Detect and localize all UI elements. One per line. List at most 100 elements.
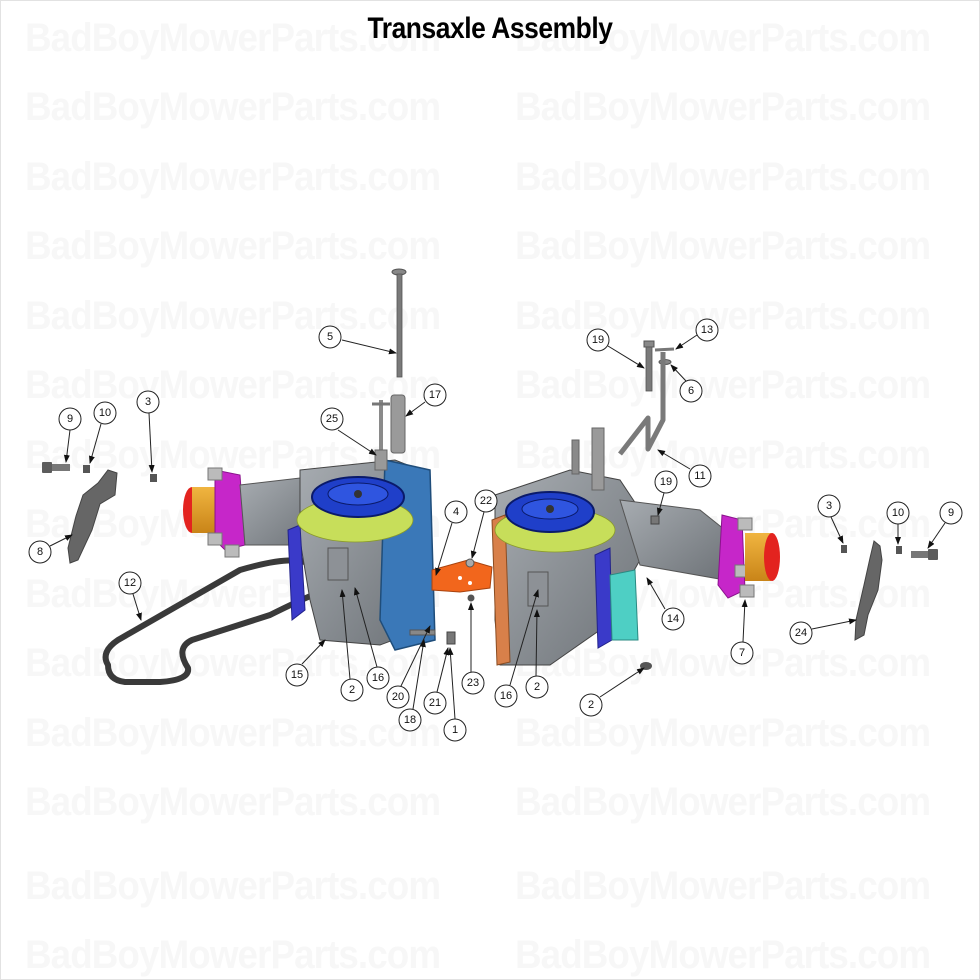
svg-text:2: 2 bbox=[534, 681, 540, 693]
watermark: BadBoyMowerParts.com bbox=[25, 933, 441, 977]
part-bolt-9-right bbox=[911, 549, 938, 560]
part-nut-1 bbox=[446, 631, 456, 645]
callout-6: 6 bbox=[679, 379, 703, 403]
part-bracket-8 bbox=[67, 469, 118, 564]
watermark: BadBoyMowerParts.com bbox=[515, 711, 931, 755]
watermark: BadBoyMowerParts.com bbox=[25, 224, 441, 268]
svg-text:9: 9 bbox=[67, 413, 73, 425]
callout-16-a: 16 bbox=[366, 666, 390, 690]
part-bolt-5 bbox=[391, 268, 407, 378]
watermark: BadBoyMowerParts.com bbox=[515, 224, 931, 268]
part-bolt-9-left bbox=[42, 462, 70, 473]
callout-23: 23 bbox=[461, 671, 485, 695]
callout-10-left: 10 bbox=[93, 401, 117, 425]
svg-text:3: 3 bbox=[826, 500, 832, 512]
callout-14: 14 bbox=[661, 607, 685, 631]
svg-text:15: 15 bbox=[291, 669, 303, 681]
part-spacer-17 bbox=[390, 394, 406, 454]
callout-7: 7 bbox=[730, 641, 754, 665]
svg-text:4: 4 bbox=[453, 506, 459, 518]
svg-text:6: 6 bbox=[688, 385, 694, 397]
watermark: BadBoyMowerParts.com bbox=[515, 780, 931, 824]
svg-text:16: 16 bbox=[372, 672, 384, 684]
svg-text:24: 24 bbox=[795, 627, 807, 639]
svg-text:10: 10 bbox=[99, 407, 111, 419]
svg-text:5: 5 bbox=[327, 331, 333, 343]
callout-1: 1 bbox=[443, 718, 467, 742]
svg-text:22: 22 bbox=[480, 495, 492, 507]
callout-4: 4 bbox=[444, 500, 468, 524]
callout-25: 25 bbox=[320, 407, 344, 431]
part-nut-10-right bbox=[896, 546, 902, 554]
callout-2-b: 2 bbox=[525, 675, 549, 699]
svg-text:21: 21 bbox=[429, 697, 441, 709]
svg-text:9: 9 bbox=[948, 507, 954, 519]
svg-text:10: 10 bbox=[892, 507, 904, 519]
svg-text:8: 8 bbox=[37, 546, 43, 558]
callout-5: 5 bbox=[318, 325, 342, 349]
callout-21: 21 bbox=[423, 691, 447, 715]
callout-10-right: 10 bbox=[886, 501, 910, 525]
watermark: BadBoyMowerParts.com bbox=[25, 294, 441, 338]
callout-13: 13 bbox=[695, 318, 719, 342]
callout-11: 11 bbox=[688, 464, 712, 488]
part-bolt-19-top bbox=[643, 340, 655, 392]
watermark: BadBoyMowerParts.com bbox=[515, 155, 931, 199]
callout-16-b: 16 bbox=[494, 684, 518, 708]
part-belt-12 bbox=[102, 557, 323, 685]
page-title: Transaxle Assembly bbox=[367, 12, 613, 45]
callout-22: 22 bbox=[474, 489, 498, 513]
watermark: BadBoyMowerParts.com bbox=[515, 433, 931, 477]
callout-24: 24 bbox=[789, 621, 813, 645]
watermark: BadBoyMowerParts.com bbox=[25, 711, 441, 755]
svg-text:1: 1 bbox=[452, 724, 458, 736]
part-bracket-22 bbox=[431, 558, 493, 593]
callout-19-mid: 19 bbox=[654, 470, 678, 494]
svg-text:18: 18 bbox=[404, 714, 416, 726]
callout-8: 8 bbox=[28, 540, 52, 564]
part-rod-11 bbox=[618, 352, 666, 456]
callout-9-right: 9 bbox=[939, 501, 963, 525]
watermark: BadBoyMowerParts.com bbox=[25, 85, 441, 129]
watermark: BadBoyMowerParts.com bbox=[515, 85, 931, 129]
svg-text:17: 17 bbox=[429, 389, 441, 401]
watermark: BadBoyMowerParts.com bbox=[515, 363, 931, 407]
part-control-rod-25 bbox=[372, 400, 390, 471]
part-nut-10-left bbox=[83, 465, 90, 473]
leader-lines bbox=[49, 334, 946, 720]
part-bracket-24 bbox=[854, 540, 883, 641]
watermark: BadBoyMowerParts.com bbox=[25, 155, 441, 199]
svg-text:7: 7 bbox=[739, 647, 745, 659]
callout-20: 20 bbox=[386, 685, 410, 709]
watermark: BadBoyMowerParts.com bbox=[515, 641, 931, 685]
watermark: BadBoyMowerParts.com bbox=[515, 933, 931, 977]
watermark: BadBoyMowerParts.com bbox=[515, 864, 931, 908]
watermark: BadBoyMowerParts.com bbox=[515, 294, 931, 338]
svg-text:12: 12 bbox=[124, 577, 136, 589]
callout-17: 17 bbox=[423, 383, 447, 407]
watermark: BadBoyMowerParts.com bbox=[25, 780, 441, 824]
watermark: BadBoyMowerParts.com bbox=[25, 864, 441, 908]
svg-text:23: 23 bbox=[467, 677, 479, 689]
svg-text:2: 2 bbox=[588, 699, 594, 711]
svg-text:25: 25 bbox=[326, 413, 338, 425]
svg-text:3: 3 bbox=[145, 396, 151, 408]
svg-text:19: 19 bbox=[660, 476, 672, 488]
svg-text:13: 13 bbox=[701, 324, 713, 336]
callout-3-right: 3 bbox=[817, 494, 841, 518]
svg-text:19: 19 bbox=[592, 334, 604, 346]
part-clip-13 bbox=[654, 347, 675, 352]
callout-9-left: 9 bbox=[58, 407, 82, 431]
svg-text:14: 14 bbox=[667, 613, 679, 625]
callout-3-left: 3 bbox=[136, 390, 160, 414]
part-nut-3-left bbox=[150, 474, 157, 482]
callout-19-top: 19 bbox=[586, 328, 610, 352]
part-nut-2-c bbox=[640, 662, 652, 670]
watermark: BadBoyMowerParts.com bbox=[25, 363, 441, 407]
callout-2-c: 2 bbox=[579, 693, 603, 717]
part-nut-3-right bbox=[841, 545, 847, 553]
callout-12: 12 bbox=[118, 571, 142, 595]
callout-18: 18 bbox=[398, 708, 422, 732]
callout-2-a: 2 bbox=[340, 678, 364, 702]
